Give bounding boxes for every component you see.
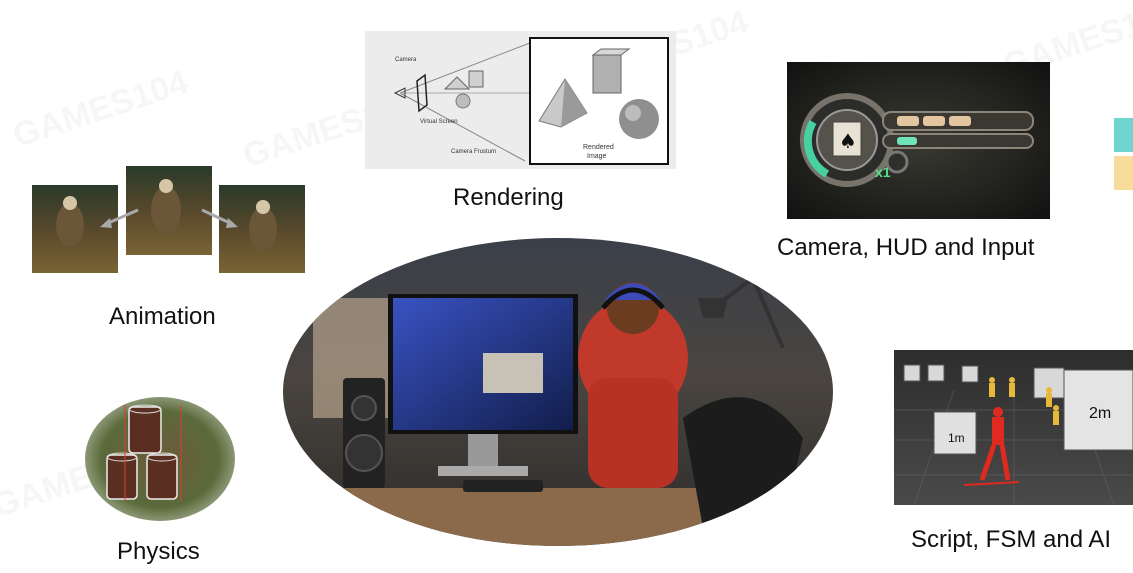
rendered-image-label-2: Image bbox=[587, 153, 607, 160]
box-2m-label: 2m bbox=[1089, 405, 1111, 422]
animation-frame-3 bbox=[219, 185, 305, 273]
camera-hud-image: ♠ x1 bbox=[787, 62, 1050, 219]
camera-label: Camera bbox=[395, 57, 417, 63]
swatch-yellow bbox=[1114, 156, 1133, 190]
rendering-label: Rendering bbox=[453, 184, 564, 211]
virtual-screen-label: Virtual Screen bbox=[420, 119, 458, 125]
animation-arrows bbox=[100, 208, 238, 228]
gamer-setup-image bbox=[283, 238, 833, 546]
animation-label: Animation bbox=[109, 303, 216, 330]
animation-frame-1 bbox=[32, 185, 118, 273]
camera-hud-input-label: Camera, HUD and Input bbox=[777, 234, 1035, 261]
rendering-image: Camera Virtual Screen Camera Frustum Ren… bbox=[365, 31, 676, 169]
ai-scene-image: 2m 1m bbox=[894, 350, 1133, 505]
script-fsm-ai-label: Script, FSM and AI bbox=[911, 526, 1112, 553]
physics-label: Physics bbox=[117, 538, 200, 565]
swatch-teal bbox=[1114, 118, 1133, 152]
physics-image bbox=[85, 397, 235, 521]
camera-frustum-label: Camera Frustum bbox=[451, 149, 496, 155]
hud-multiplier: x1 bbox=[875, 164, 891, 180]
rendered-image-label: Rendered bbox=[583, 144, 614, 151]
watermark: GAMES104 bbox=[8, 63, 193, 156]
svg-text:♠: ♠ bbox=[839, 129, 857, 153]
animation-frame-2 bbox=[126, 166, 212, 255]
box-1m-label: 1m bbox=[948, 431, 965, 445]
